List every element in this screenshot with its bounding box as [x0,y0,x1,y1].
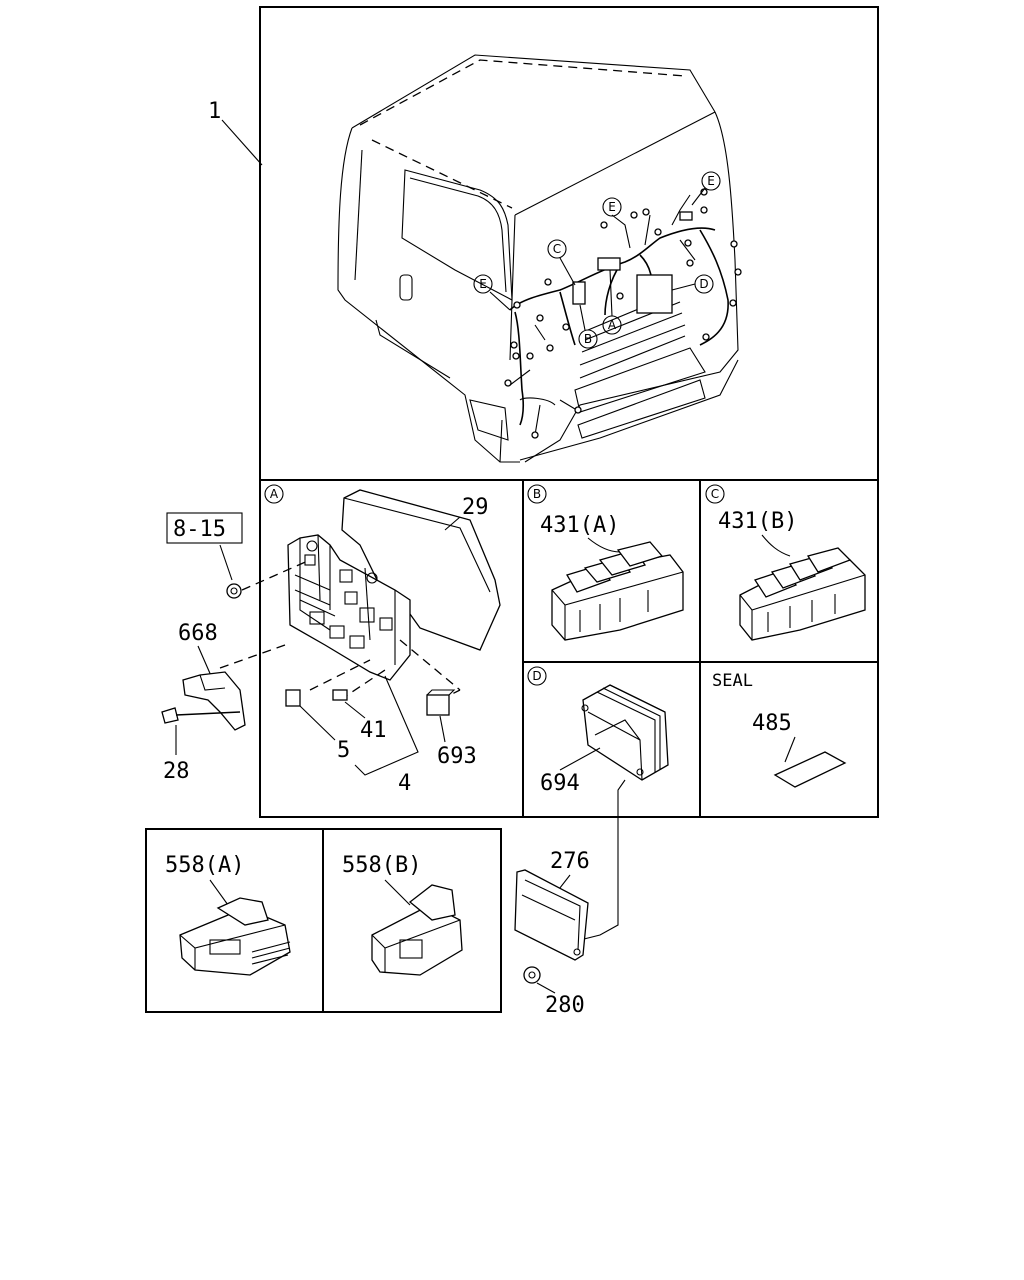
callout-558a: 558(A) [165,853,244,878]
callout-5: 5 [337,738,350,763]
nut-part-280 [523,966,541,984]
marker-e-right-on-cab: E [701,171,721,191]
marker-e-center-on-cab: E [602,197,622,217]
marker-e-left-on-cab: E [473,274,493,294]
svg-text:A: A [608,318,617,332]
nut-part [226,583,242,599]
ref-label-8-15: 8-15 [173,517,226,542]
svg-text:B: B [584,332,592,346]
panel-d-control-unit: D 694 [527,666,669,796]
marker-d-on-cab: D [694,274,714,294]
marker-c-on-cab: C [547,239,567,259]
callout-668: 668 [178,621,218,646]
callout-29: 29 [462,495,489,520]
callout-41: 41 [360,718,387,743]
connector-558b: 558(B) [342,853,463,976]
marker-b-on-cab: B [578,329,598,349]
callout-694: 694 [540,771,580,796]
svg-text:A: A [270,487,279,501]
fuse-part-41 [332,689,348,701]
bracket-276-group: 276 280 [514,779,626,1018]
marker-a-on-cab: A [602,315,622,335]
marker-d-panel: D [527,666,547,686]
seal-part-485 [773,751,847,788]
bolt-part-28 [161,707,179,724]
callout-431b: 431(B) [718,509,797,534]
ref-box-8-15 [166,512,243,544]
left-fastener-parts: 8-15 668 28 [161,512,246,784]
callout-4: 4 [398,771,411,796]
marker-c-panel: C [705,484,725,504]
callout-693: 693 [437,744,477,769]
callout-280: 280 [545,993,585,1018]
seal-title: SEAL [712,671,753,691]
panel-seal: SEAL 485 [712,671,847,788]
truck-cab-illustration: C E E E D B A [337,54,742,463]
panel-frames [145,6,879,1013]
callout-28: 28 [163,759,190,784]
callout-558b: 558(B) [342,853,421,878]
callout-1: 1 [208,99,221,124]
bracket-part-276 [514,869,589,961]
svg-text:C: C [711,487,719,501]
main-frame [259,6,879,818]
marker-b-panel: B [527,484,547,504]
panel-a-relay-box: A 29 41 [219,484,501,796]
fuse-part-5 [285,689,301,707]
relay-part-693 [426,694,450,716]
svg-text:E: E [608,200,616,214]
panel-c-relay: C 431(B) [705,484,866,641]
callout-276: 276 [550,849,590,874]
marker-a-panel: A [264,484,284,504]
callout-485: 485 [752,711,792,736]
svg-text:E: E [479,277,487,291]
svg-text:D: D [532,669,541,683]
callout-431a: 431(A) [540,513,619,538]
svg-text:E: E [707,174,715,188]
bracket-part-668 [182,671,246,731]
connector-558a: 558(A) [165,853,291,976]
panel-b-relay: B 431(A) [527,484,684,641]
svg-text:D: D [699,277,708,291]
svg-text:C: C [553,242,561,256]
svg-text:B: B [533,487,541,501]
